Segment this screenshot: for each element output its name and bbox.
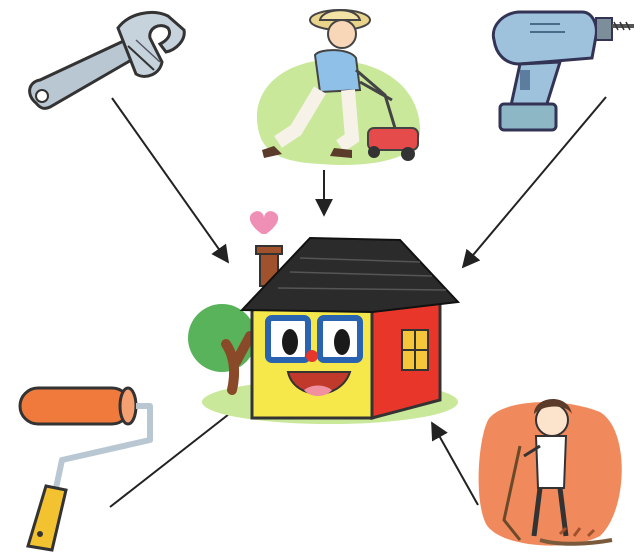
paint-roller-icon (20, 388, 150, 550)
arrow-from-wrench (112, 98, 228, 262)
raking-boy-icon (479, 399, 622, 546)
lawn-mower-man-icon (257, 10, 420, 165)
wrench-icon (30, 12, 185, 108)
heart-icon (250, 211, 278, 234)
arrow-from-raking-boy (432, 423, 478, 505)
drill-icon (493, 12, 634, 130)
house-icon (188, 211, 458, 424)
